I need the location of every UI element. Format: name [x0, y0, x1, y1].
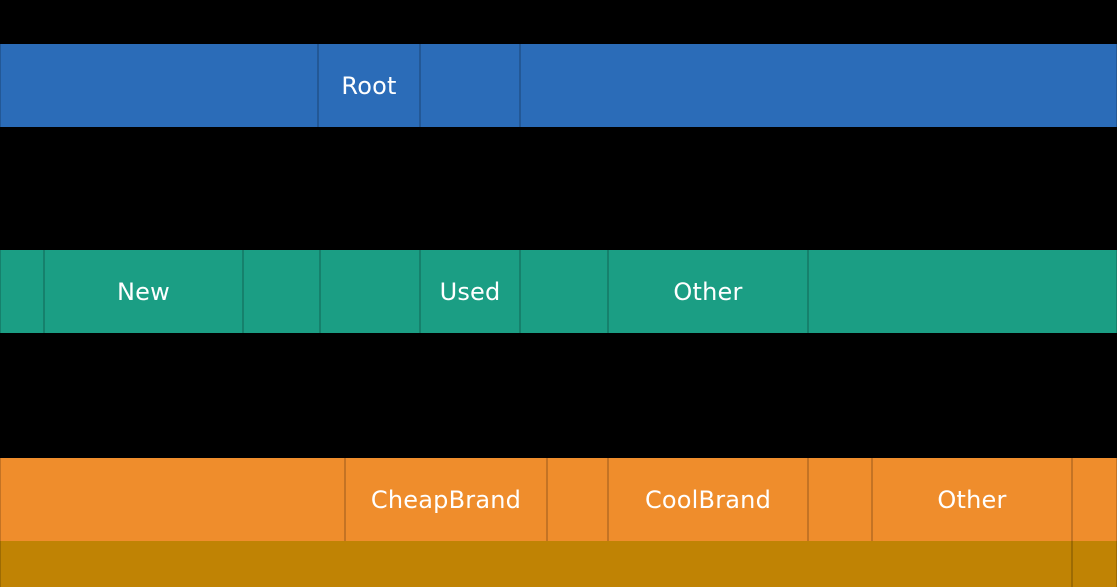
icicle-node-unlabeled[interactable] — [420, 44, 520, 127]
icicle-node-unlabeled[interactable] — [520, 44, 1117, 127]
icicle-node-label: Used — [439, 277, 501, 306]
icicle-level-brand-level: CheapBrand CoolBrand Other — [0, 458, 1117, 541]
icicle-node-unlabeled[interactable] — [520, 250, 608, 333]
icicle-node-unlabeled[interactable] — [0, 541, 1072, 587]
icicle-node-unlabeled[interactable] — [0, 458, 345, 541]
icicle-node-label: Other — [937, 485, 1007, 514]
icicle-node-unlabeled[interactable] — [0, 44, 318, 127]
icicle-node-unlabeled[interactable] — [808, 458, 872, 541]
icicle-node-other[interactable]: Other — [872, 458, 1072, 541]
icicle-level-condition-level: New Used Other — [0, 250, 1117, 333]
icicle-node-label: New — [117, 277, 170, 306]
icicle-node-new[interactable]: New — [44, 250, 243, 333]
icicle-node-used[interactable]: Used — [420, 250, 520, 333]
icicle-node-label: CheapBrand — [370, 485, 522, 514]
icicle-level-leaf-level — [0, 541, 1117, 587]
icicle-node-root[interactable]: Root — [318, 44, 420, 127]
icicle-node-unlabeled[interactable] — [243, 250, 320, 333]
icicle-node-unlabeled[interactable] — [1072, 458, 1117, 541]
icicle-node-cheapbrand[interactable]: CheapBrand — [345, 458, 547, 541]
icicle-node-other[interactable]: Other — [608, 250, 808, 333]
icicle-node-unlabeled[interactable] — [320, 250, 420, 333]
icicle-node-label: Other — [673, 277, 743, 306]
icicle-node-coolbrand[interactable]: CoolBrand — [608, 458, 808, 541]
icicle-node-label: Root — [341, 71, 397, 100]
icicle-level-root-level: Root — [0, 44, 1117, 127]
icicle-node-unlabeled[interactable] — [0, 250, 44, 333]
icicle-node-unlabeled[interactable] — [808, 250, 1117, 333]
icicle-node-label: CoolBrand — [644, 485, 772, 514]
icicle-node-unlabeled[interactable] — [1072, 541, 1117, 587]
icicle-node-unlabeled[interactable] — [547, 458, 608, 541]
